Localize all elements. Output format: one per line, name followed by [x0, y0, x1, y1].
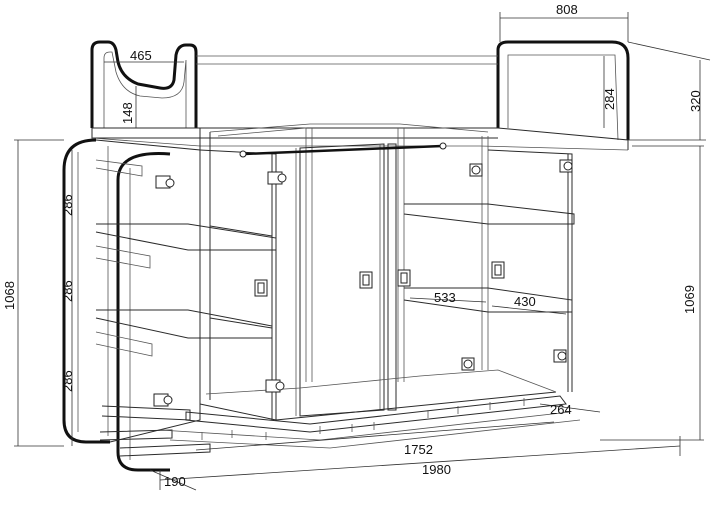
dim-shelf-depth: 430: [514, 294, 536, 309]
dim-shelf-pitch-3: 286: [60, 370, 75, 392]
top-bed-frame: [90, 40, 630, 151]
dim-plinth-depth: 264: [550, 402, 572, 417]
dim-shelf-pitch-1: 286: [60, 194, 75, 216]
dim-top-rail: 284: [602, 88, 617, 110]
ladder-frame-inner: [116, 152, 171, 472]
left-guard-rail: [90, 40, 198, 128]
dim-total-height-left: 1068: [2, 281, 17, 310]
right-shelf-2: [403, 287, 573, 313]
dim-top-depth: 808: [556, 2, 578, 17]
door-right[interactable]: [387, 143, 397, 411]
dim-total-height-right: 1069: [682, 285, 697, 314]
ladder-frame-outer: [62, 138, 110, 444]
dim-inner-width: 1752: [404, 442, 433, 457]
left-shelf-1: [95, 223, 277, 251]
dim-side-depth: 190: [164, 474, 186, 489]
dim-rail-height: 320: [688, 90, 703, 112]
right-shelf-1: [403, 203, 575, 225]
door-left[interactable]: [299, 143, 385, 417]
dimension-lines: [14, 12, 711, 491]
left-shelf-unit: [62, 138, 277, 472]
dimension-labels: 808 465 320 284 148 286 286 286 1068 106…: [2, 2, 703, 489]
hinges: [153, 159, 573, 407]
dim-rail-offset: 148: [120, 102, 135, 124]
cabinet-body: [153, 123, 581, 449]
dim-shelf-width: 533: [434, 290, 456, 305]
dim-shelf-pitch-2: 286: [60, 280, 75, 302]
right-guard-rail: [496, 40, 630, 140]
dim-ladder-opening: 465: [130, 48, 152, 63]
hanging-rail: [243, 144, 443, 156]
dim-total-width: 1980: [422, 462, 451, 477]
